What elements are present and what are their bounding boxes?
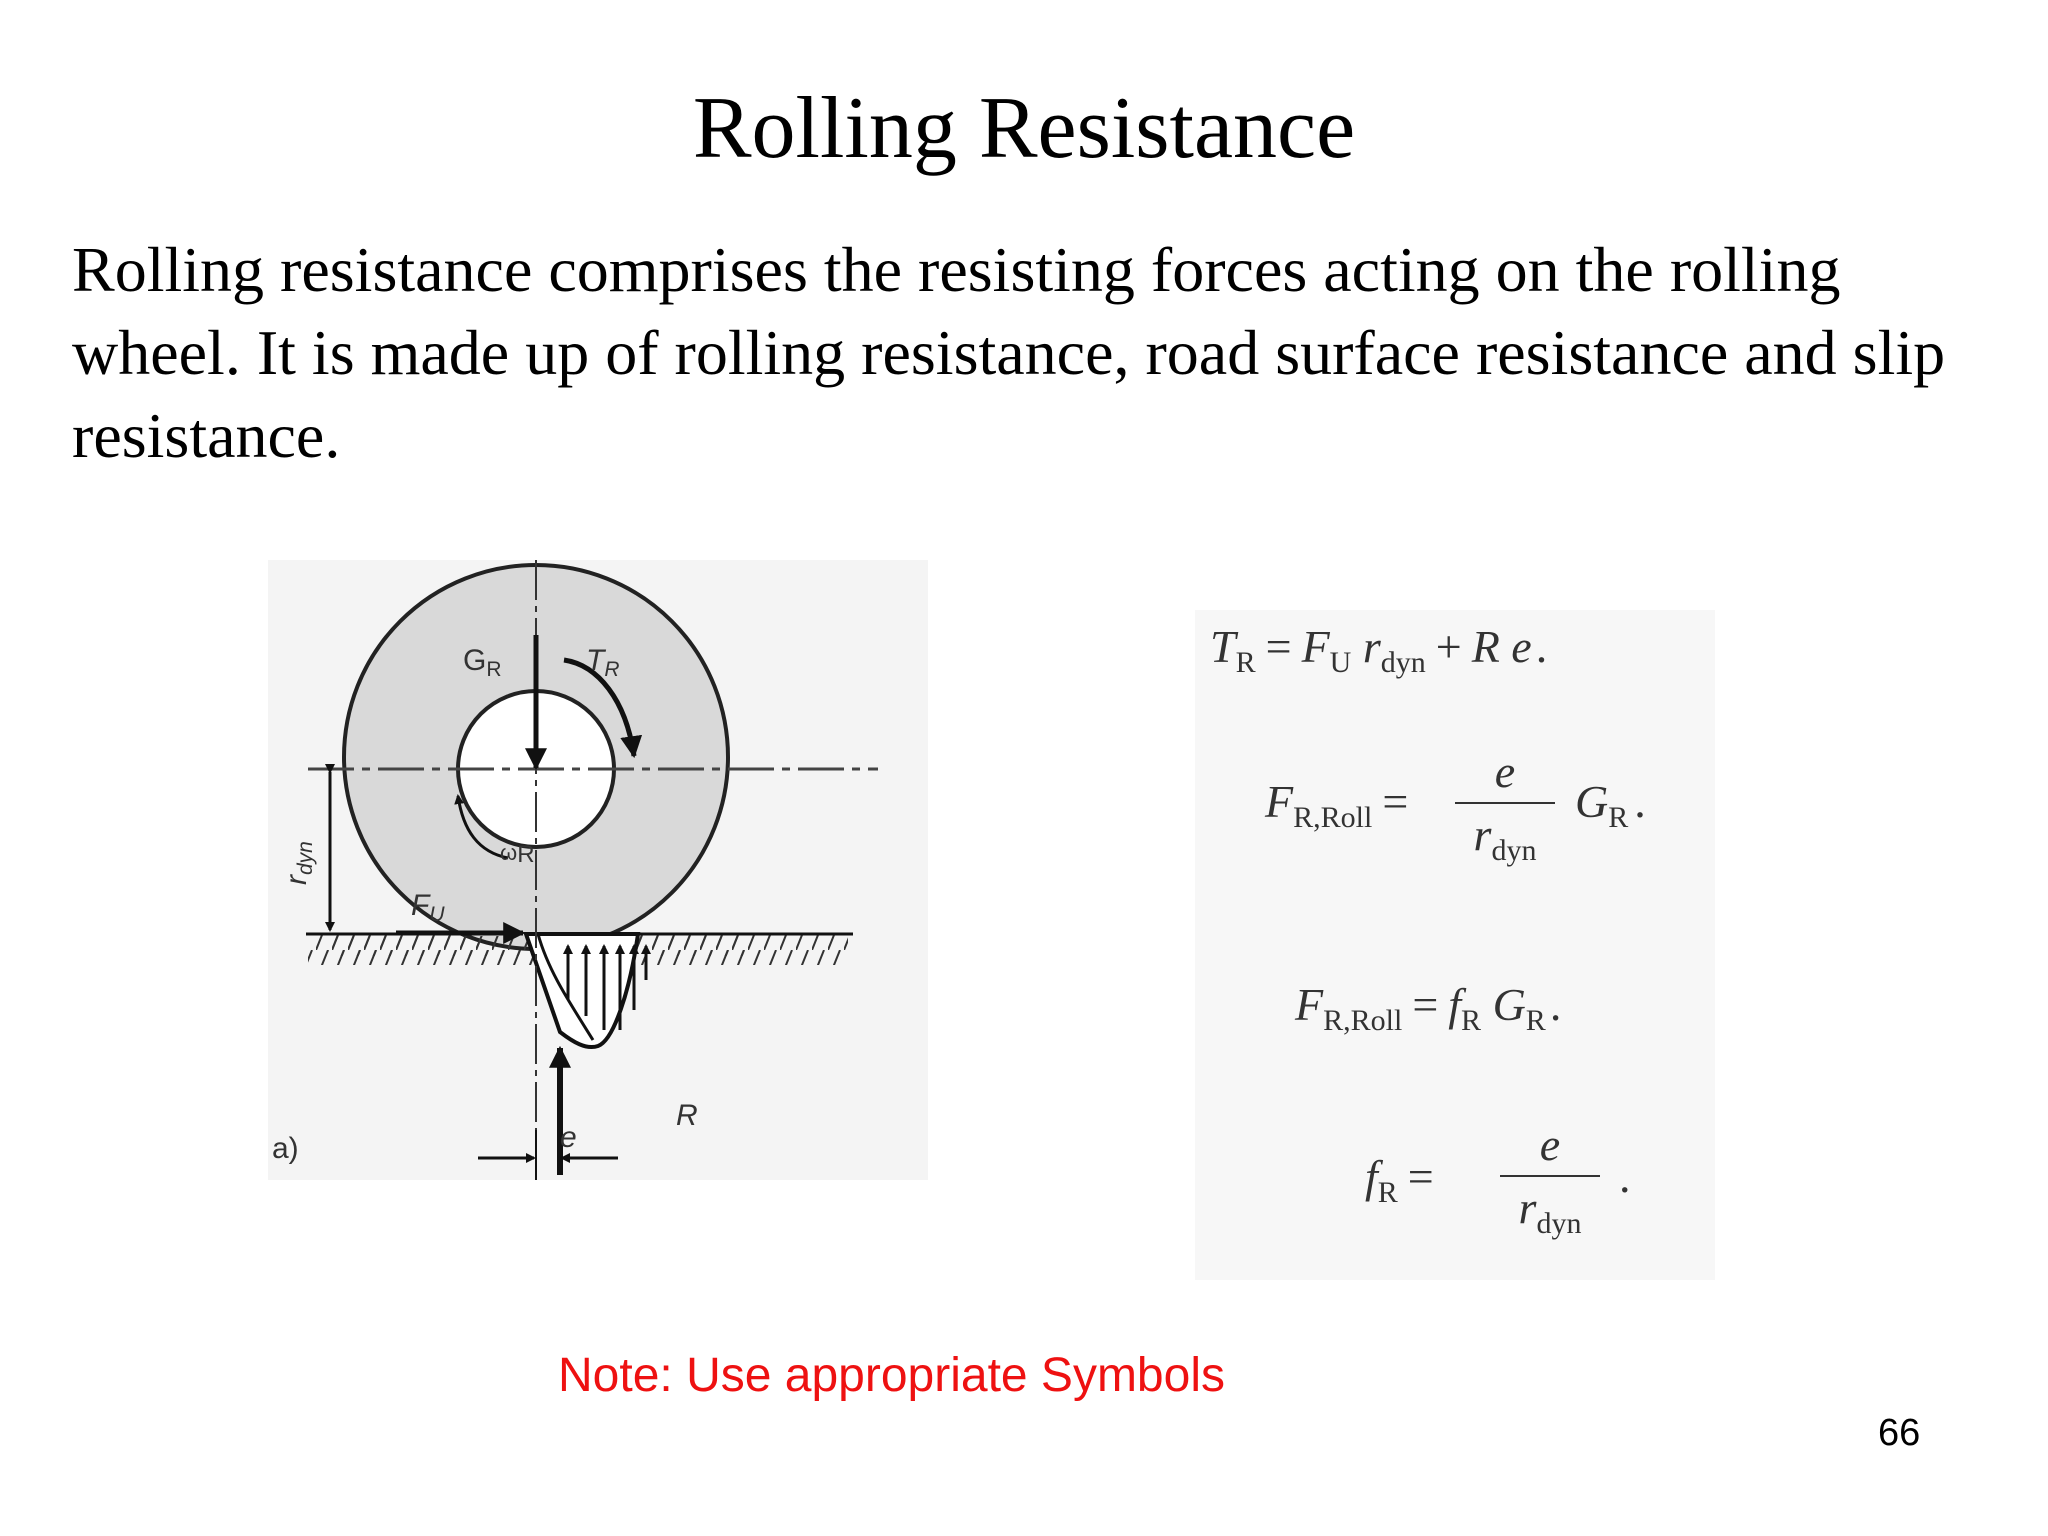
label-e: e	[560, 1121, 577, 1154]
formula-rolling-force-ratio: FR,Roll=	[1265, 776, 1409, 834]
formula-coefficient: fR=	[1365, 1151, 1434, 1209]
formula-panel: TR=FU rdyn+R e. FR,Roll= e rdyn GR. FR,R…	[1195, 610, 1715, 1280]
label-gravity: GR	[463, 644, 502, 681]
pressure-distribution	[523, 932, 641, 1049]
body-paragraph: Rolling resistance comprises the resisti…	[72, 234, 1946, 471]
fraction-e-over-rdyn-1: e rdyn	[1455, 745, 1555, 868]
torque-arrow	[563, 657, 643, 759]
formula-rolling-force-coefficient: FR,Roll=fR GR.	[1295, 979, 1562, 1037]
page-number: 66	[1878, 1412, 1921, 1454]
note-text: Note: Use appropriate Symbols	[558, 1349, 1225, 1402]
label-panel-a: a)	[272, 1132, 299, 1165]
label-rdyn: rdyn	[280, 841, 317, 885]
formula-torque: TR=FU rdyn+R e.	[1210, 621, 1548, 679]
angular-velocity-arrow	[454, 794, 509, 860]
wheel-diagram-svg: GR TR ωR rdyn FU R e a)	[272, 560, 878, 1180]
wheel-diagram: GR TR ωR rdyn FU R e a)	[268, 560, 928, 1180]
label-omega: ωR	[500, 840, 535, 868]
pressure-arrows	[563, 944, 651, 1030]
label-reaction: R	[676, 1099, 698, 1132]
formula-rolling-force-ratio-tail: GR.	[1575, 776, 1646, 834]
slide-title: Rolling Resistance	[692, 80, 1356, 177]
formula-coefficient-tail: .	[1619, 1151, 1631, 1202]
label-force-u: FU	[411, 889, 445, 926]
fraction-e-over-rdyn-2: e rdyn	[1500, 1118, 1600, 1241]
label-torque: TR	[586, 644, 620, 681]
